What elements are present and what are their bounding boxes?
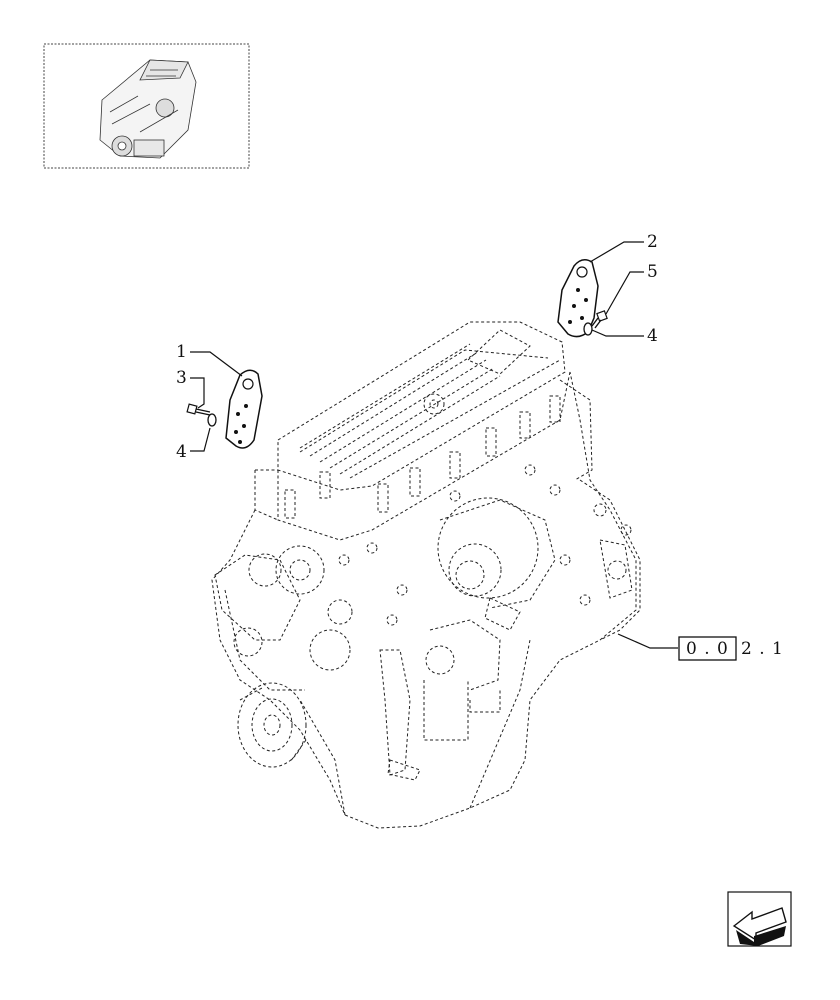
callout-2[interactable]: 2 <box>647 232 658 252</box>
reference-boxed-text: 0 . 0 <box>686 639 729 659</box>
callout-4-right[interactable]: 4 <box>647 326 658 346</box>
leader-lines <box>190 241 678 649</box>
engine-thumbnail[interactable] <box>43 43 250 169</box>
callout-1[interactable]: 1 <box>176 342 187 362</box>
callout-5[interactable]: 5 <box>647 262 658 282</box>
screw-right[interactable] <box>591 310 608 329</box>
washer-left[interactable] <box>207 413 217 427</box>
lifting-bracket-left[interactable] <box>225 369 263 449</box>
reference-suffix-text: 2 . 1 <box>741 639 784 659</box>
callout-3[interactable]: 3 <box>176 368 187 388</box>
next-page-arrow-icon[interactable] <box>727 891 792 947</box>
washer-right[interactable] <box>583 322 593 336</box>
engine-thumbnail-icon <box>99 59 197 159</box>
screw-left[interactable] <box>186 403 211 416</box>
engine-outline <box>211 321 641 829</box>
cross-reference[interactable]: 0 . 0 2 . 1 <box>678 636 784 661</box>
callout-4-left[interactable]: 4 <box>176 442 187 462</box>
